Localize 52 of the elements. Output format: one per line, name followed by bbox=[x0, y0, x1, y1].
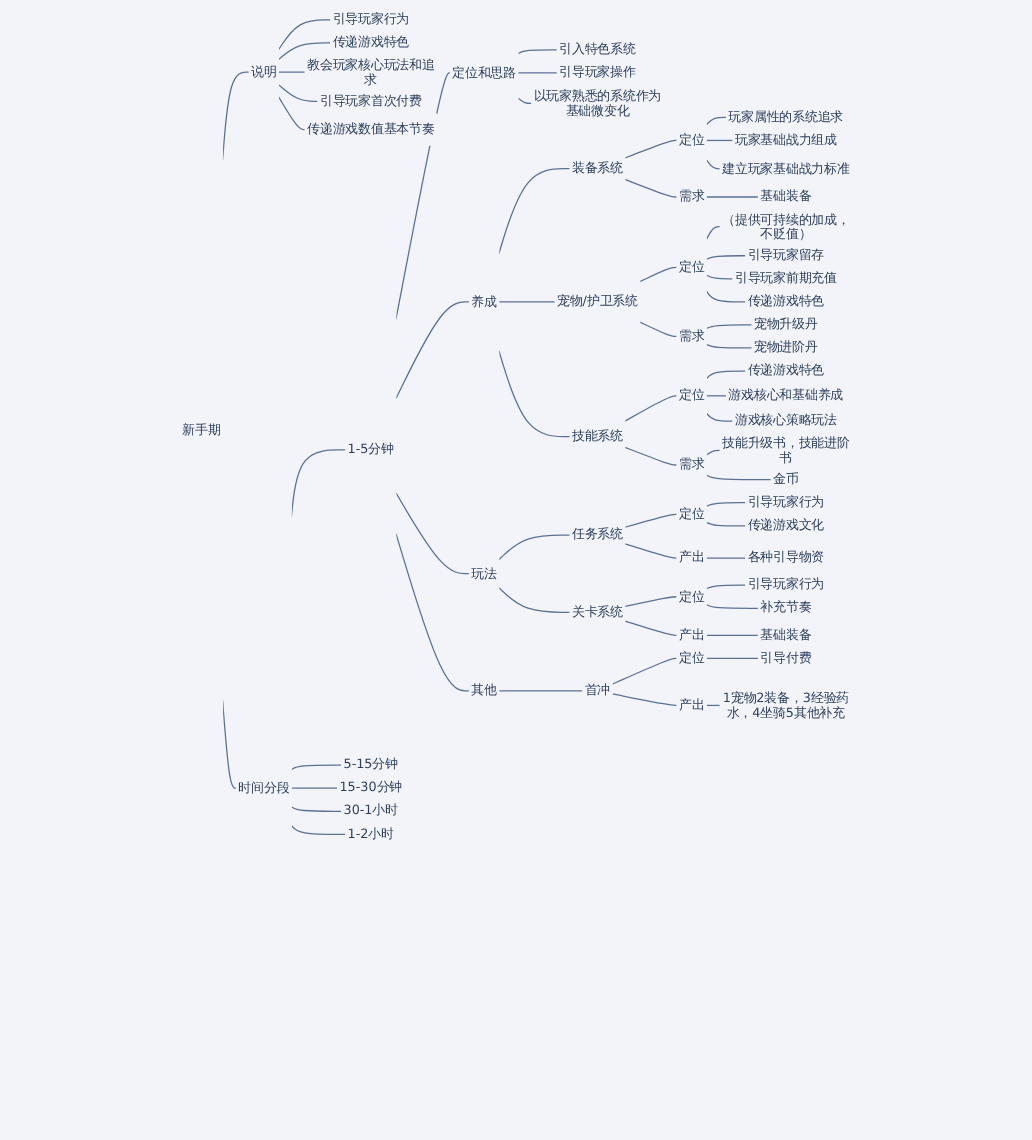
connector bbox=[705, 502, 747, 508]
connector bbox=[639, 266, 678, 283]
connector bbox=[395, 492, 471, 575]
connector bbox=[705, 116, 728, 126]
connector bbox=[395, 301, 471, 400]
connector bbox=[611, 693, 678, 707]
connector bbox=[624, 513, 678, 528]
connector bbox=[277, 42, 332, 61]
connector bbox=[498, 690, 584, 692]
connector bbox=[705, 395, 728, 397]
connector bbox=[624, 446, 678, 466]
connector bbox=[290, 787, 339, 789]
connector bbox=[624, 178, 678, 198]
connector bbox=[624, 620, 678, 636]
connector bbox=[705, 584, 747, 590]
connector bbox=[277, 71, 306, 73]
connector bbox=[639, 321, 678, 338]
connector bbox=[290, 806, 343, 812]
connector bbox=[277, 84, 319, 102]
connector bbox=[277, 96, 306, 131]
connector bbox=[624, 395, 678, 422]
connector bbox=[705, 603, 759, 609]
connector bbox=[705, 290, 747, 303]
connector bbox=[705, 657, 759, 660]
connector bbox=[498, 534, 571, 561]
connector bbox=[517, 72, 558, 74]
connector bbox=[705, 474, 772, 481]
connector bbox=[517, 49, 558, 55]
connector bbox=[705, 412, 734, 422]
connector bbox=[705, 370, 747, 380]
connector bbox=[395, 532, 471, 692]
connector bbox=[290, 824, 347, 835]
connector bbox=[611, 657, 678, 685]
connector bbox=[705, 274, 734, 280]
connector bbox=[705, 634, 759, 636]
connector bbox=[705, 324, 753, 330]
connector bbox=[624, 139, 678, 159]
connector bbox=[277, 19, 332, 51]
connector bbox=[705, 139, 734, 142]
connector bbox=[290, 764, 343, 771]
connector bbox=[705, 196, 759, 198]
connector bbox=[498, 301, 556, 303]
connector bbox=[705, 557, 747, 559]
connector bbox=[498, 349, 571, 438]
connector bbox=[705, 225, 721, 241]
connector bbox=[498, 587, 571, 613]
connector bbox=[498, 168, 571, 255]
connector bbox=[624, 543, 678, 559]
connector bbox=[705, 343, 753, 349]
connector bbox=[624, 596, 678, 608]
connector bbox=[705, 255, 747, 261]
connector bbox=[705, 521, 747, 527]
